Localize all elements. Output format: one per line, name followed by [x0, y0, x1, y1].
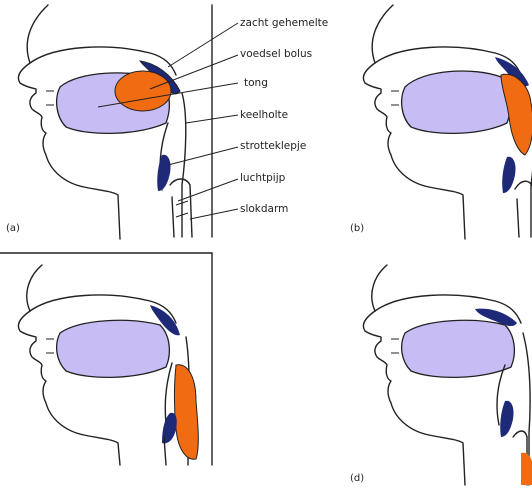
epiglottis-a	[157, 155, 170, 191]
panel-d	[363, 265, 532, 485]
label-epiglottis: strotteklepje	[240, 140, 306, 152]
leader-trachea	[178, 179, 238, 201]
label-tongue: tong	[244, 77, 268, 89]
tongue-d	[402, 320, 515, 377]
panel-label-a: (a)	[6, 223, 20, 234]
label-pharynx: keelholte	[240, 109, 288, 121]
food-bolus-c	[175, 365, 199, 459]
epiglottis-d	[500, 401, 513, 437]
label-esophagus: slokdarm	[240, 203, 288, 215]
leader-epiglottis	[168, 147, 238, 165]
panel-a	[18, 5, 238, 239]
label-food-bolus: voedsel bolus	[240, 48, 312, 60]
panel-label-d: (d)	[350, 473, 364, 484]
leader-esophagus	[190, 209, 238, 219]
panel-c	[0, 253, 212, 465]
label-trachea: luchtpijp	[240, 172, 286, 184]
leader-soft-palate	[168, 23, 238, 67]
epiglottis-b	[502, 157, 515, 193]
food-bolus-d	[521, 453, 532, 485]
food-bolus-a	[115, 71, 171, 111]
panel-b	[363, 5, 532, 239]
label-soft-palate: zacht gehemelte	[240, 17, 328, 29]
tongue-b	[402, 71, 511, 133]
tongue-c	[57, 320, 170, 377]
panel-label-b: (b)	[350, 223, 364, 234]
